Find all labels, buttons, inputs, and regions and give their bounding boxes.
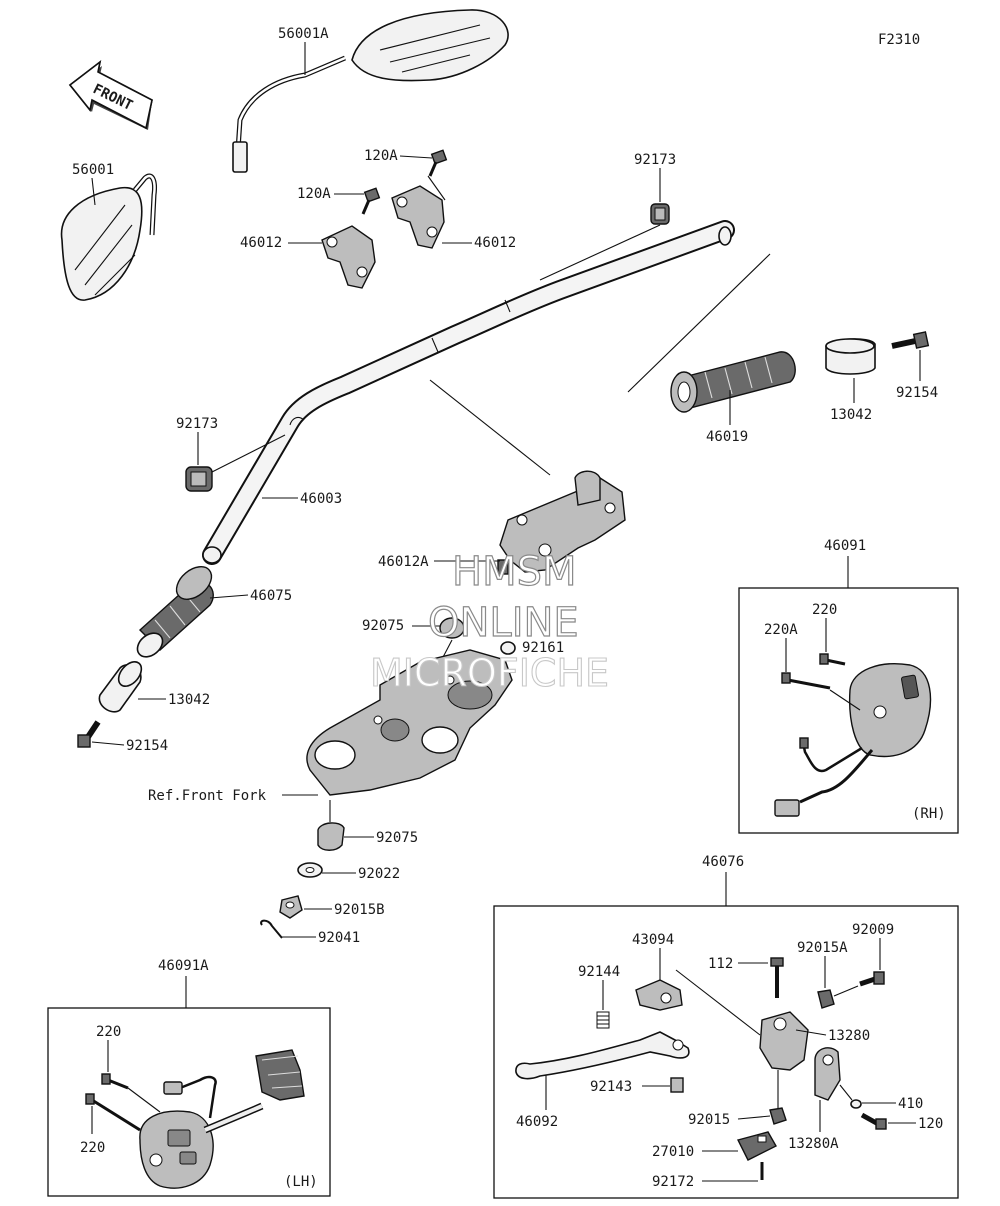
end-weight-13042-right xyxy=(825,338,876,375)
watermark-line-2: ONLINE xyxy=(428,600,579,646)
label-13042-left: 13042 xyxy=(168,692,210,708)
holder-46012-right xyxy=(391,185,445,249)
rh-screw-220 xyxy=(819,653,846,666)
label-92144: 92144 xyxy=(578,964,620,980)
label-43094: 43094 xyxy=(632,932,674,948)
switch-27010 xyxy=(736,1131,777,1161)
nut-92015 xyxy=(769,1107,787,1125)
label-220-lh-top: 220 xyxy=(96,1024,121,1040)
nut-92015B xyxy=(279,895,303,919)
label-46076: 46076 xyxy=(702,854,744,870)
washer-92022 xyxy=(297,862,323,878)
label-92154-left: 92154 xyxy=(126,738,168,754)
upper-triple-clamp xyxy=(306,649,513,796)
label-92075-bottom: 92075 xyxy=(376,830,418,846)
nut-92015A xyxy=(817,989,835,1009)
holder-13280 xyxy=(759,1011,809,1071)
lever-assembly-box xyxy=(493,905,959,1199)
spring-92144 xyxy=(596,1011,610,1029)
label-92015A: 92015A xyxy=(797,940,848,956)
label-rh: (RH) xyxy=(912,806,946,822)
label-92009: 92009 xyxy=(852,922,894,938)
label-46012-left: 46012 xyxy=(240,235,282,251)
label-92015: 92015 xyxy=(688,1112,730,1128)
washer-410 xyxy=(850,1099,862,1109)
label-46019: 46019 xyxy=(706,429,748,445)
cotter-pin-92041 xyxy=(260,919,283,939)
label-92022: 92022 xyxy=(358,866,400,882)
label-92173-left: 92173 xyxy=(176,416,218,432)
label-410: 410 xyxy=(898,1096,923,1112)
label-56001A: 56001A xyxy=(278,26,329,42)
lh-switch-box xyxy=(47,1007,331,1197)
label-13042-right: 13042 xyxy=(830,407,872,423)
bolt-112 xyxy=(770,957,784,998)
label-92172: 92172 xyxy=(652,1174,694,1190)
label-46091: 46091 xyxy=(824,538,866,554)
bolt-120A-lower xyxy=(361,187,381,215)
lh-screw-220-top xyxy=(101,1073,129,1090)
bracket-43094 xyxy=(635,979,683,1011)
label-220A-rh: 220A xyxy=(764,622,798,638)
handlebar-46003 xyxy=(202,220,735,565)
label-92154-right: 92154 xyxy=(896,385,938,401)
label-120A-upper: 120A xyxy=(364,148,398,164)
upper-holder-46012A xyxy=(497,470,626,575)
lh-screw-220-bottom xyxy=(85,1093,141,1132)
label-92041: 92041 xyxy=(318,930,360,946)
cap-92161 xyxy=(500,641,516,655)
watermark-line-1: HMSM xyxy=(452,549,577,595)
label-92161: 92161 xyxy=(522,640,564,656)
label-27010: 27010 xyxy=(652,1144,694,1160)
weight-92173-top xyxy=(650,203,670,225)
left-grip-46075 xyxy=(136,566,214,658)
label-lh: (LH) xyxy=(284,1174,318,1190)
rh-switch-housing xyxy=(774,663,932,817)
damper-92075-top xyxy=(439,617,465,639)
mirror-56001 xyxy=(60,173,157,301)
damper-92075-bottom xyxy=(317,822,345,851)
bolt-120 xyxy=(860,1112,887,1130)
label-56001: 56001 xyxy=(72,162,114,178)
front-arrow-icon: FRONT xyxy=(68,60,153,130)
figure-code: F2310 xyxy=(878,32,920,48)
label-ref-front-fork: Ref.Front Fork xyxy=(148,788,267,804)
throttle-grip-46019 xyxy=(670,351,796,413)
label-220-rh: 220 xyxy=(812,602,837,618)
label-220-lh-bottom: 220 xyxy=(80,1140,105,1156)
label-92015B: 92015B xyxy=(334,902,385,918)
watermark: HMSM ONLINE MICROFICHE xyxy=(369,548,609,695)
weight-92173-left xyxy=(185,466,213,492)
end-weight-13042-left xyxy=(98,661,143,713)
label-46075: 46075 xyxy=(250,588,292,604)
watermark-line-3: MICROFICHE xyxy=(370,651,609,695)
label-120: 120 xyxy=(918,1116,943,1132)
label-46092: 46092 xyxy=(516,1114,558,1130)
label-13280A: 13280A xyxy=(788,1136,839,1152)
clamp-13280A xyxy=(814,1047,841,1101)
mirror-56001A xyxy=(232,9,509,173)
lh-switch-housing xyxy=(139,1049,305,1189)
label-46091A: 46091A xyxy=(158,958,209,974)
label-112: 112 xyxy=(708,956,733,972)
holder-46012-left xyxy=(321,225,376,289)
collar-92143 xyxy=(670,1077,684,1093)
lever-46092 xyxy=(515,1031,690,1080)
bolt-92154-left xyxy=(77,720,101,748)
rh-screw-220A xyxy=(781,672,831,690)
label-46012-right: 46012 xyxy=(474,235,516,251)
bolt-92154-right xyxy=(891,331,930,349)
label-13280: 13280 xyxy=(828,1028,870,1044)
label-46012A: 46012A xyxy=(378,554,429,570)
screw-92009 xyxy=(859,971,885,987)
label-120A-lower: 120A xyxy=(297,186,331,202)
label-92173-top: 92173 xyxy=(634,152,676,168)
label-46003: 46003 xyxy=(300,491,342,507)
bolt-120A-upper xyxy=(428,149,448,177)
label-92143: 92143 xyxy=(590,1079,632,1095)
label-92075-top: 92075 xyxy=(362,618,404,634)
